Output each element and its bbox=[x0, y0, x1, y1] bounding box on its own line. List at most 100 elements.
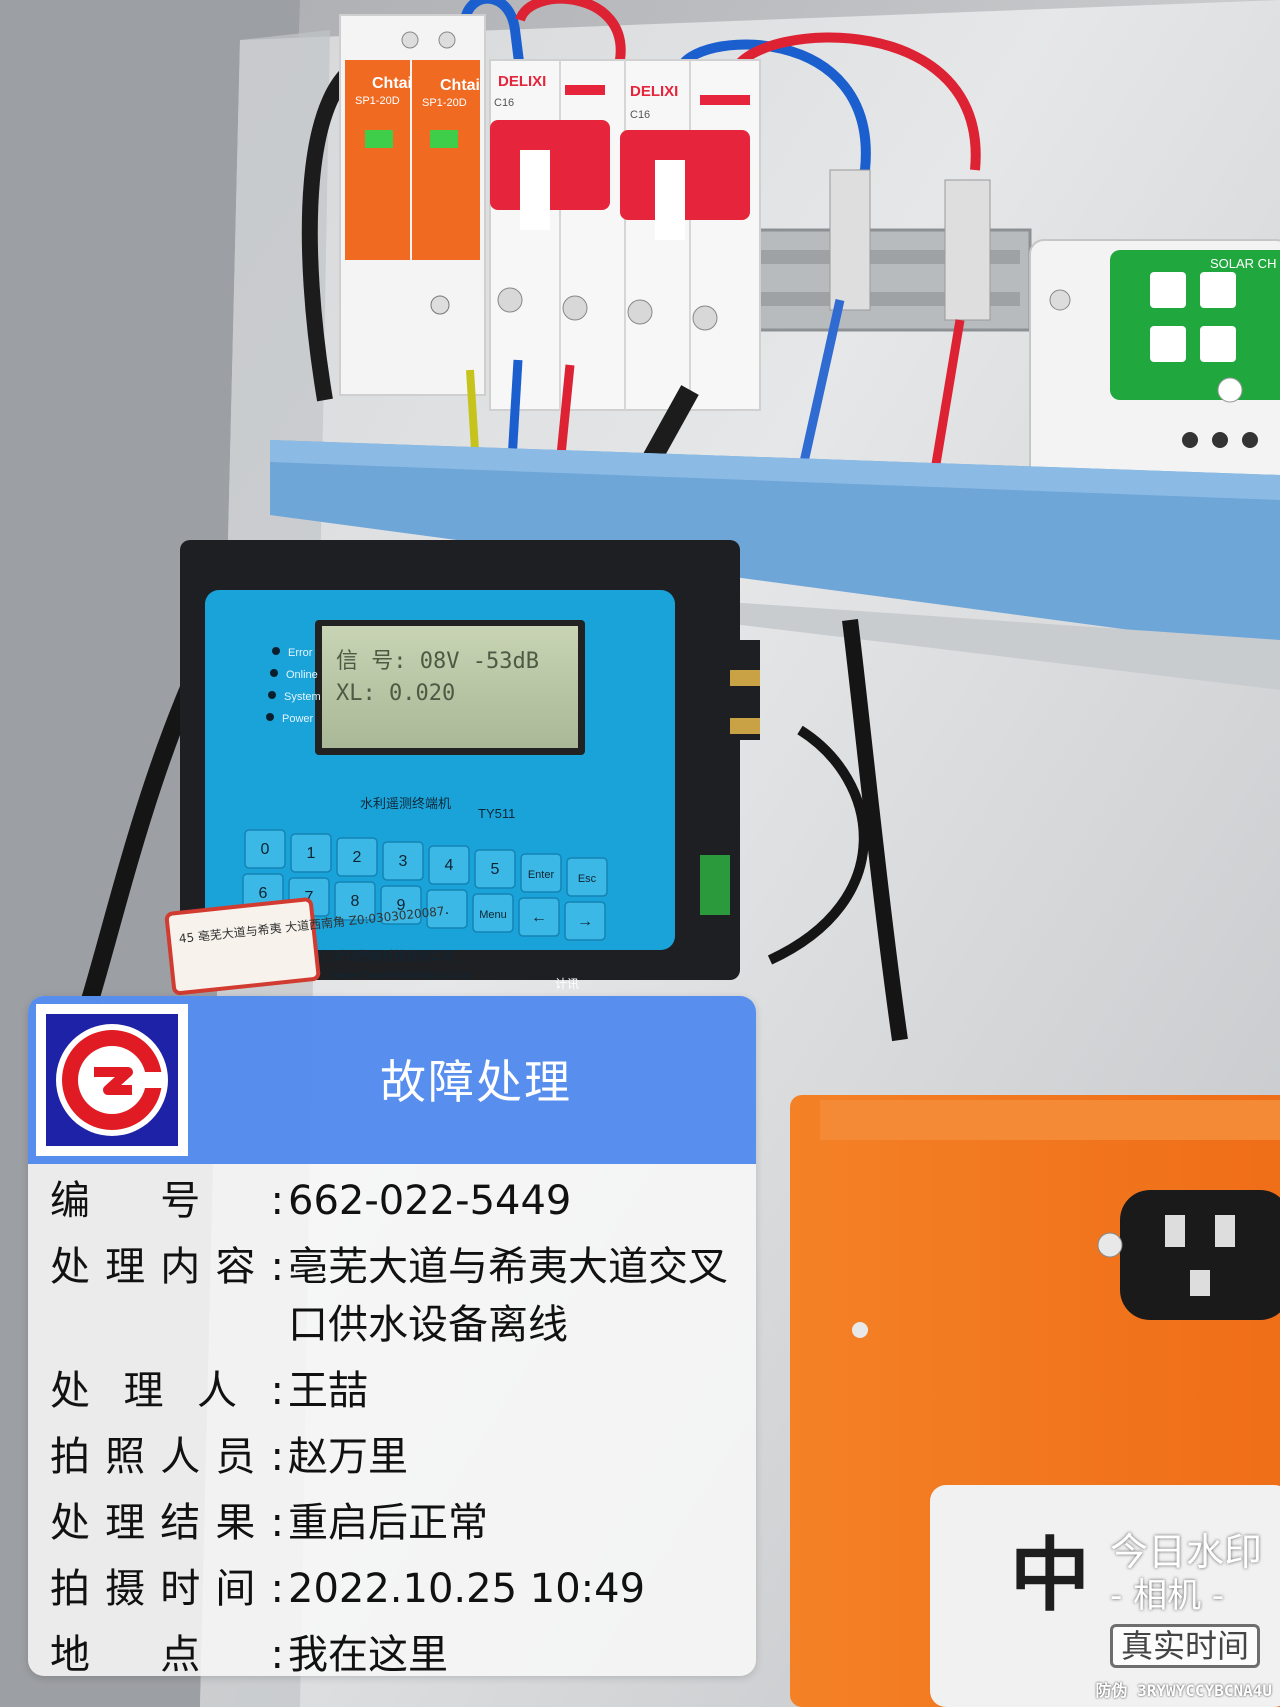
keypad-key-label: ← bbox=[531, 909, 547, 926]
breaker-rating-2: C16 bbox=[630, 109, 650, 121]
label-colon: : bbox=[270, 1632, 284, 1676]
lcd-line-1: 信 号: 08V -53dB bbox=[336, 649, 539, 674]
label-char: 照 bbox=[105, 1434, 146, 1480]
info-row: 处理人:王喆 bbox=[50, 1362, 750, 1420]
device-model: TY511 bbox=[478, 806, 515, 821]
label-colon: : bbox=[270, 1368, 284, 1414]
label-colon: : bbox=[270, 1434, 284, 1480]
keypad-key[interactable] bbox=[428, 845, 470, 885]
led-power: Power bbox=[282, 713, 314, 725]
info-row-label: 拍摄时间: bbox=[50, 1560, 288, 1618]
watermark-line-1: 今日水印 bbox=[1110, 1530, 1263, 1574]
keypad-key-label: Menu bbox=[479, 909, 507, 921]
info-row-value: 2022.10.25 10:49 bbox=[288, 1566, 646, 1612]
spd-brand-2: Chtai bbox=[440, 77, 480, 94]
info-row-value: 亳芜大道与希夷大道交叉口供水设备离线 bbox=[288, 1244, 728, 1348]
keypad-key[interactable] bbox=[566, 857, 608, 897]
info-row-label: 地点: bbox=[50, 1626, 288, 1676]
label-char: 果 bbox=[215, 1500, 256, 1546]
info-row: 拍摄时间:2022.10.25 10:49 bbox=[50, 1560, 750, 1618]
info-row: 拍照人员:赵万里 bbox=[50, 1428, 750, 1486]
keypad-key[interactable] bbox=[334, 881, 376, 921]
keypad-key-label: . bbox=[445, 901, 449, 918]
label-char: 拍 bbox=[50, 1566, 90, 1612]
spd-model-1: SP1-20D bbox=[355, 95, 400, 107]
watermark-line-3: 真实时间 bbox=[1110, 1624, 1261, 1668]
keypad-key-label: 2 bbox=[353, 849, 362, 866]
spd-model-2: SP1-20D bbox=[422, 97, 467, 109]
led-online: Online bbox=[286, 669, 318, 681]
label-char: 容 bbox=[215, 1244, 256, 1290]
keypad-key[interactable] bbox=[380, 885, 422, 925]
label-colon: : bbox=[270, 1244, 284, 1290]
breaker-rating-1: C16 bbox=[494, 97, 514, 109]
info-row: 处理结果:重启后正常 bbox=[50, 1494, 750, 1552]
label-colon: : bbox=[270, 1566, 284, 1612]
company-logo bbox=[36, 1004, 188, 1156]
info-row-label: 处理结果: bbox=[50, 1494, 288, 1552]
device-maker-en: Xiamen Top-iot Technology Co.,Ltd bbox=[330, 970, 469, 980]
keypad-key[interactable] bbox=[426, 889, 468, 929]
device-title: 水利遥测终端机 bbox=[360, 796, 451, 812]
label-char: 内 bbox=[160, 1244, 201, 1290]
watermark-logo-icon: 中 bbox=[1010, 1528, 1090, 1622]
info-row-label: 处理人: bbox=[50, 1362, 288, 1420]
label-char: 时 bbox=[160, 1566, 201, 1612]
keypad-key[interactable] bbox=[520, 853, 562, 893]
led-system: System bbox=[284, 691, 321, 703]
keypad-key[interactable] bbox=[518, 897, 560, 937]
info-row-value: 662-022-5449 bbox=[288, 1178, 572, 1224]
label-char: 摄 bbox=[105, 1566, 146, 1612]
keypad-key[interactable] bbox=[382, 841, 424, 881]
info-row: 编 号:662-022-5449 bbox=[50, 1172, 750, 1230]
keypad-key[interactable] bbox=[244, 829, 286, 869]
info-row-label: 拍照人员: bbox=[50, 1428, 288, 1486]
label-colon: : bbox=[270, 1178, 284, 1224]
card-header: 故障处理 bbox=[28, 996, 756, 1164]
watermark-line-2: - 相机 - bbox=[1110, 1576, 1225, 1616]
keypad-key-label: 3 bbox=[399, 853, 408, 870]
label-char: 理 bbox=[123, 1368, 164, 1414]
keypad-key[interactable] bbox=[336, 837, 378, 877]
keypad-key[interactable] bbox=[564, 901, 606, 941]
label-char: 人 bbox=[197, 1368, 237, 1414]
label-char: 拍 bbox=[50, 1434, 90, 1480]
keypad-key[interactable] bbox=[290, 833, 332, 873]
keypad-key-label: Enter bbox=[528, 869, 555, 881]
label-char: 处 bbox=[50, 1368, 90, 1414]
led-error: Error bbox=[288, 647, 313, 659]
keypad-key-label: 9 bbox=[397, 897, 406, 914]
keypad-key-label: 5 bbox=[491, 861, 500, 878]
device-brand: 计讯 bbox=[555, 977, 579, 991]
label-char: 理 bbox=[105, 1500, 146, 1546]
keypad-key-label: → bbox=[577, 913, 593, 930]
label-char: 员 bbox=[215, 1434, 256, 1480]
label-char: 编 bbox=[50, 1178, 90, 1224]
solar-label: SOLAR CH bbox=[1210, 256, 1276, 271]
label-char: 间 bbox=[215, 1566, 256, 1612]
keypad-key-label: Esc bbox=[578, 873, 597, 885]
keypad-key-label: 0 bbox=[261, 841, 270, 858]
keypad-key[interactable] bbox=[474, 849, 516, 889]
label-char: 处 bbox=[50, 1500, 90, 1546]
label-char: 结 bbox=[160, 1500, 201, 1546]
breaker-brand-2: DELIXI bbox=[630, 83, 678, 100]
info-row: 处理内容:亳芜大道与希夷大道交叉口供水设备离线 bbox=[50, 1238, 750, 1354]
info-row-value: 我在这里 bbox=[288, 1632, 448, 1676]
label-colon: : bbox=[270, 1500, 284, 1546]
label-char: 点 bbox=[160, 1632, 201, 1676]
info-row-value: 重启后正常 bbox=[288, 1500, 488, 1546]
keypad-key[interactable] bbox=[472, 893, 514, 933]
card-title: 故障处理 bbox=[380, 1055, 572, 1109]
label-char: 号 bbox=[160, 1178, 201, 1224]
label-char: 人 bbox=[160, 1434, 201, 1480]
info-row-label: 处理内容: bbox=[50, 1238, 288, 1296]
anti-fake-code: 防伪 3RYWYCCYBCNA4U bbox=[1095, 1681, 1273, 1700]
info-row-value: 王喆 bbox=[288, 1368, 368, 1414]
label-char: 理 bbox=[105, 1244, 146, 1290]
info-row-value: 赵万里 bbox=[288, 1434, 408, 1480]
